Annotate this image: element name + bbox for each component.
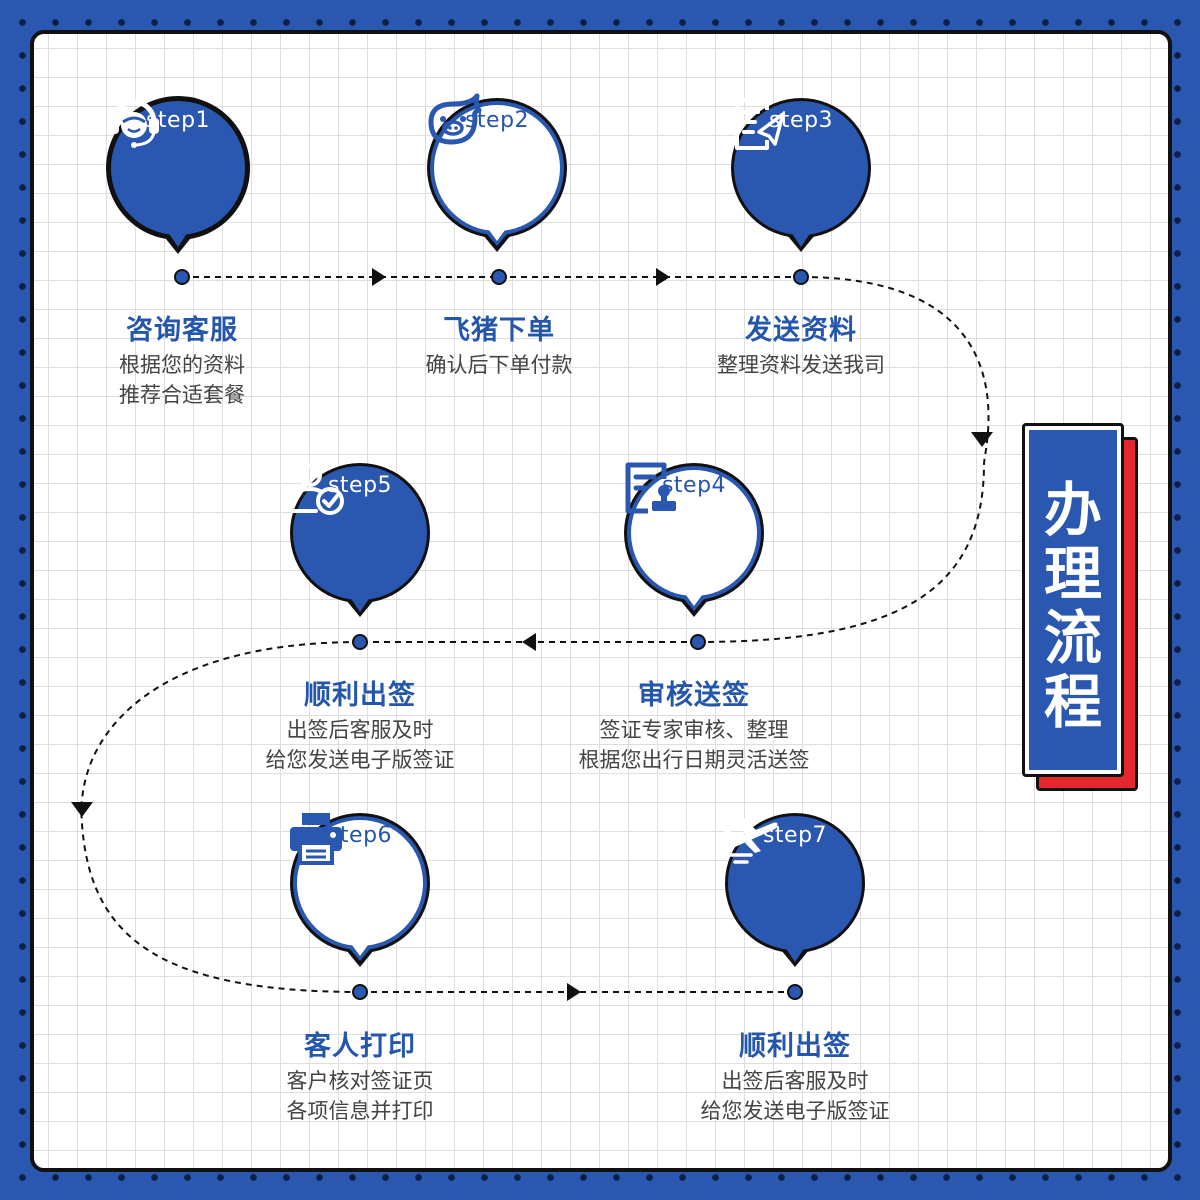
side-title: 办 理 流 程 <box>1043 476 1102 736</box>
step-4-badge: step4 <box>620 457 768 625</box>
step-5-badge: step5 <box>286 457 434 625</box>
send-document-icon <box>735 98 785 150</box>
step-1-title: 咨询客服 <box>126 315 238 346</box>
arrow-2 <box>656 268 670 286</box>
step-2-desc: 确认后下单付款 <box>425 353 573 377</box>
arrow-3 <box>971 432 993 447</box>
step-3-badge: step3 <box>727 92 875 260</box>
step-4-desc: 签证专家审核、整理根据您出行日期灵活送签 <box>578 718 810 772</box>
flow-node-4 <box>690 634 706 650</box>
step-5-desc: 出签后客服及时给您发送电子版签证 <box>265 718 455 772</box>
arrow-5 <box>71 802 93 817</box>
arrow-6 <box>567 983 581 1001</box>
review-stamp-icon <box>625 462 676 514</box>
flow-node-2 <box>491 269 507 285</box>
step-3-title: 发送资料 <box>745 315 857 346</box>
step-3-desc: 整理资料发送我司 <box>717 353 885 377</box>
flow-node-6 <box>352 984 368 1000</box>
flow-node-7 <box>787 984 803 1000</box>
arrow-4 <box>522 633 536 651</box>
step-1-badge: step1 <box>104 92 252 260</box>
connector-5-6 <box>80 641 361 993</box>
step-7-desc: 出签后客服及时给您发送电子版签证 <box>700 1069 890 1123</box>
step-2-badge: step2 <box>423 92 571 260</box>
step-5-title: 顺利出签 <box>304 680 416 711</box>
step-7-badge: step7 <box>721 807 869 975</box>
airplane-icon <box>723 817 778 864</box>
step-6-title: 客人打印 <box>304 1031 416 1062</box>
side-title-box: 办 理 流 程 <box>1022 423 1124 777</box>
flow-node-1 <box>174 269 190 285</box>
step-7-title: 顺利出签 <box>739 1031 851 1062</box>
flow-node-3 <box>793 269 809 285</box>
arrow-1 <box>372 268 386 286</box>
flow-panel: step1 咨询客服 根据您的资料推荐合适套餐 step2 <box>30 30 1172 1172</box>
user-check-icon <box>290 463 344 515</box>
step-2-title: 飞猪下单 <box>443 315 555 346</box>
flow-node-5 <box>352 634 368 650</box>
flow-path-canvas <box>71 268 993 1001</box>
connector-3-4 <box>697 276 990 643</box>
step-6-badge: step6 <box>286 807 434 975</box>
step-4-label: step4 <box>661 473 727 498</box>
step-4-title: 审核送签 <box>638 680 750 711</box>
headset-icon <box>109 99 159 148</box>
fliggy-pig-icon <box>428 93 482 145</box>
printer-icon <box>290 813 342 865</box>
step-6-desc: 客户核对签证页各项信息并打印 <box>286 1069 434 1123</box>
step-1-desc: 根据您的资料推荐合适套餐 <box>119 353 245 407</box>
